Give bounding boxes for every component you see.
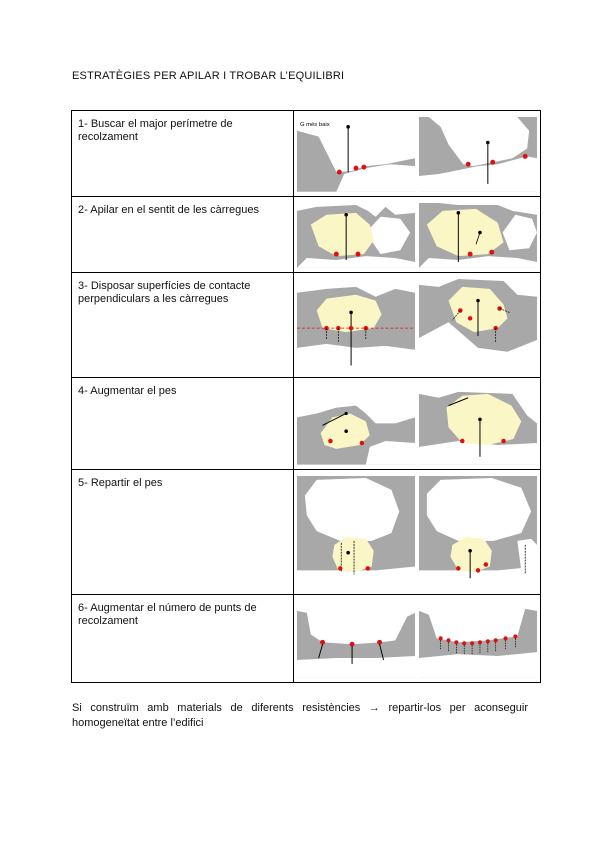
page-title: ESTRATÈGIES PER APILAR I TROBAR L’EQUILI… [72,70,345,82]
diagram-cell [293,195,541,273]
stone-diagram-large-weight-icon [419,384,537,465]
strategy-label: 5- Repartir el pes [71,469,294,595]
strategy-label: 2- Apilar en el sentit de les càrregues [71,195,294,273]
stone-diagram-horizontal-contact-icon [297,278,415,373]
table-row: 2- Apilar en el sentit de les càrregues [71,195,541,273]
stone-diagram-small-weight-icon [297,384,415,465]
stone-diagram-many-supports-icon [419,601,537,678]
strategies-table: 1- Buscar el major perímetre de recolzam… [71,110,541,683]
table-row: 4- Augmentar el pes [71,377,541,470]
strategy-label: 6- Augmentar el número de punts de recol… [71,594,294,683]
strategy-label: 4- Augmentar el pes [71,377,294,470]
diagram-cell [293,469,541,595]
diagram-cell [293,271,541,379]
strategy-label: 3- Disposar superfícies de contacte perp… [71,271,294,379]
stone-diagram-distributed-weight-icon [419,476,537,589]
stone-diagram-low-center-icon: G més baix [297,117,415,192]
stone-diagram-inclined-contact-icon [419,278,537,373]
table-row: 1- Buscar el major perímetre de recolzam… [71,110,541,197]
stone-diagram-aligned-load-icon [297,202,415,268]
footer-note: Si construïm amb materials de diferents … [72,702,528,729]
table-row: 3- Disposar superfícies de contacte perp… [71,271,541,379]
strategy-label: 1- Buscar el major perímetre de recolzam… [71,110,294,197]
stone-diagram-few-supports-icon [297,601,415,678]
stone-diagram-high-center-icon [419,117,537,192]
diagram-cell [293,594,541,683]
table-row: 6- Augmentar el número de punts de recol… [71,594,541,683]
stone-diagram-misaligned-load-icon [419,202,537,268]
stone-diagram-concentrated-weight-icon [297,476,415,589]
diagram-cell [293,377,541,470]
table-row: 5- Repartir el pes [71,469,541,595]
note-text: G més baix [300,122,330,128]
diagram-cell: G més baix [293,110,541,197]
